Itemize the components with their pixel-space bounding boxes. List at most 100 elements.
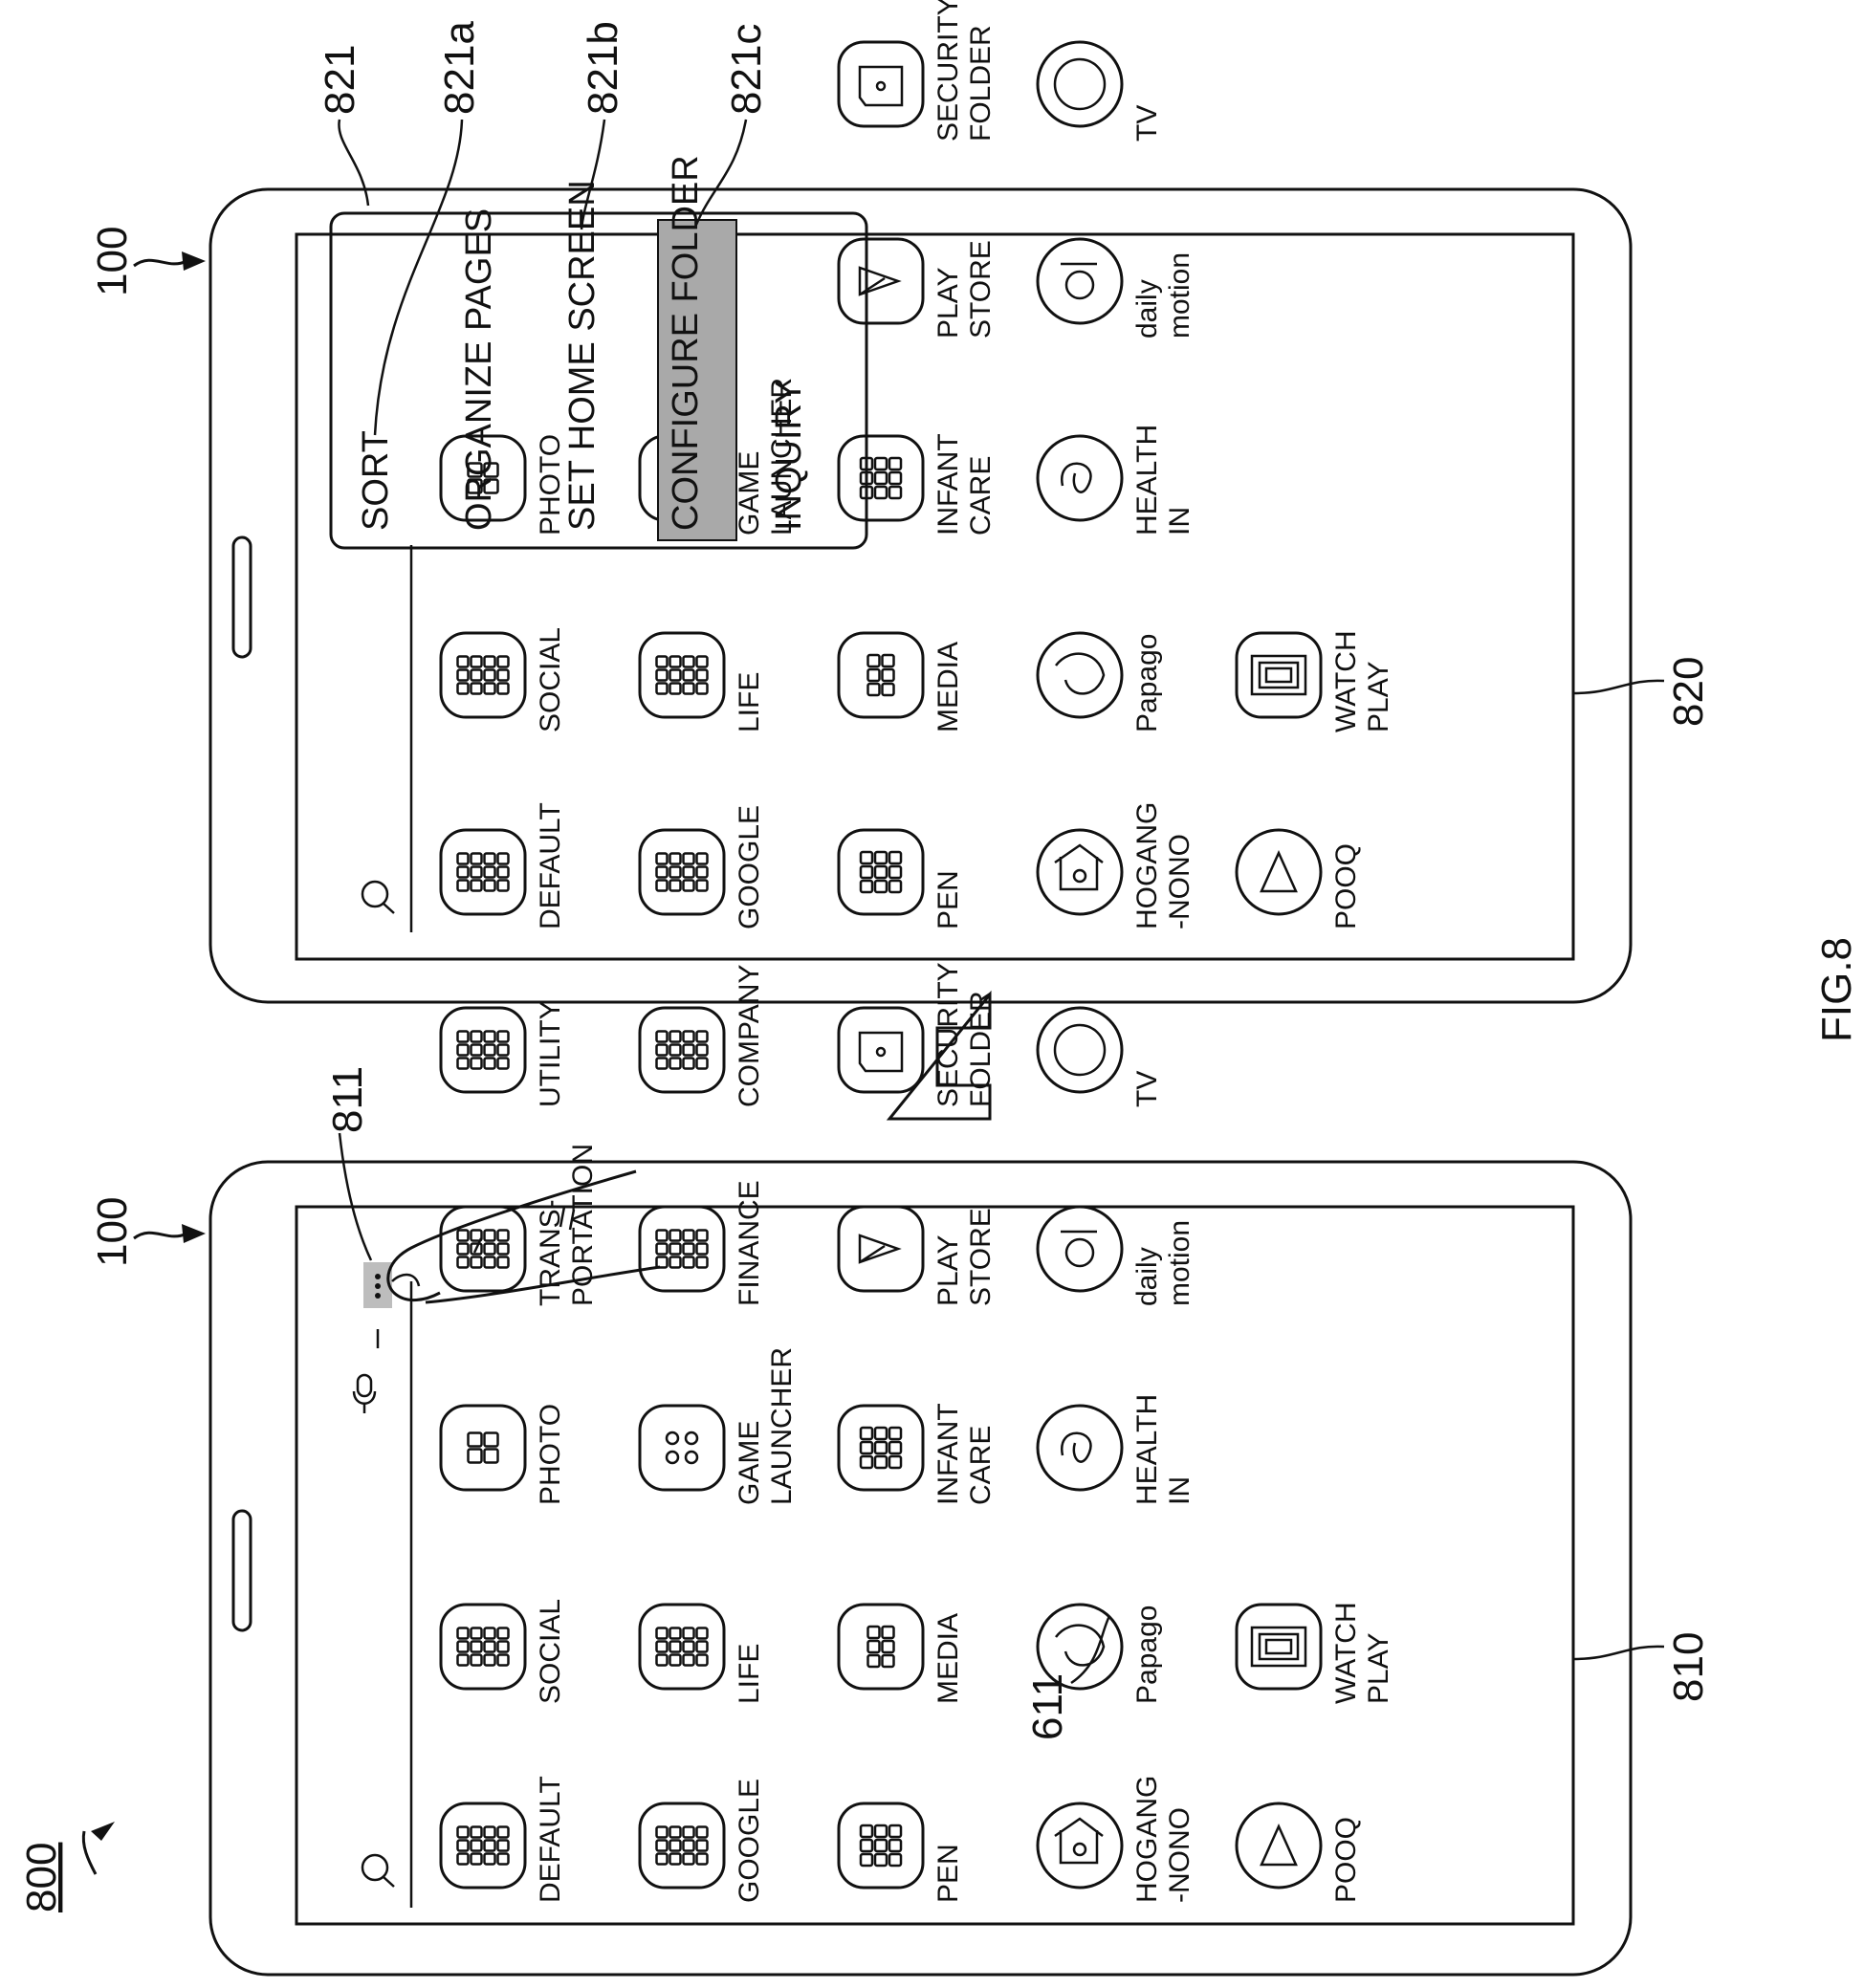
app-hogang-nono-icon[interactable]: HOGANG-NONO xyxy=(1038,802,1195,929)
app-play-store-icon[interactable]: PLAYSTORE xyxy=(839,239,997,339)
app-social-icon[interactable]: SOCIAL xyxy=(441,1599,566,1704)
app-hogang-nono-icon[interactable]: HOGANG-NONO xyxy=(1038,1776,1195,1903)
app-life-icon[interactable]: LIFE xyxy=(640,633,765,732)
app-google-icon[interactable]: GOOGLE xyxy=(640,805,765,929)
app-label: INFANT xyxy=(932,1403,964,1505)
app-finance-icon[interactable]: FINANCE xyxy=(640,1180,765,1306)
app-label: GAME xyxy=(734,451,765,535)
app-label: LIFE xyxy=(734,1644,765,1704)
search-icon[interactable] xyxy=(362,882,394,913)
app-photo-icon[interactable]: PHOTO xyxy=(441,1404,566,1505)
options-menu: SORT ORGANIZE PAGES SET HOME SCREEN CONFIGU… xyxy=(331,155,866,548)
app-label: FOLDER xyxy=(965,991,997,1107)
app-company-icon[interactable]: COMPANY xyxy=(640,965,765,1107)
app-label: -NONO xyxy=(1164,834,1195,929)
app-label: HOGANG xyxy=(1131,1776,1163,1903)
app-pooq-icon[interactable]: POOQ xyxy=(1237,830,1362,929)
device-before: 100 810 811 xyxy=(89,962,1712,1975)
app-label: PLAY xyxy=(932,1235,964,1307)
app-papago-icon[interactable]: Papago xyxy=(1038,633,1163,732)
app-label: PORTATION xyxy=(567,1144,599,1306)
app-label: motion xyxy=(1164,252,1195,339)
figure-800-label: 800 xyxy=(18,1822,115,1912)
menu-item-configure-folder[interactable]: CONFIGURE FOLDER xyxy=(666,155,706,531)
app-label: GOOGLE xyxy=(734,805,765,929)
app-infant-care-icon[interactable]: INFANTCARE xyxy=(839,433,997,535)
app-label: SECURITY xyxy=(932,0,964,142)
app-game-launcher-icon[interactable]: GAMELAUNCHER xyxy=(640,1347,798,1505)
menu-ref-821c: 821c xyxy=(723,24,770,115)
app-label: STORE xyxy=(965,1208,997,1306)
screen-ref-after: 820 xyxy=(1665,657,1712,727)
app-label: TV xyxy=(1131,1071,1163,1107)
menu-item-sort[interactable]: SORT xyxy=(356,430,396,531)
app-label: DEFAULT xyxy=(535,1776,566,1903)
menu-ref-821b: 821b xyxy=(580,21,626,115)
app-grid-before: DEFAULT GOOGLE PEN HOGANG-NONO POOQ SOCIAL LIF… xyxy=(441,962,1394,1903)
search-icon[interactable] xyxy=(362,1855,394,1887)
screen-ref-before: 810 xyxy=(1665,1632,1712,1702)
app-label: LIFE xyxy=(734,672,765,732)
menu-item-set-home-screen[interactable]: SET HOME SCREEN xyxy=(562,180,603,531)
app-label: SOCIAL xyxy=(535,627,566,732)
app-label: daily xyxy=(1131,1247,1163,1306)
app-default-icon[interactable]: DEFAULT xyxy=(441,802,566,929)
app-health-in-icon[interactable]: HEALTHIN xyxy=(1038,1394,1195,1505)
mic-icon[interactable] xyxy=(354,1375,375,1413)
menu-ref-821: 821 xyxy=(317,45,363,115)
device-ref-before: 100 xyxy=(89,1197,136,1267)
menu-item-inquiry[interactable]: INQUIRY xyxy=(769,380,809,531)
app-social-icon[interactable]: SOCIAL xyxy=(441,627,566,732)
more-button-ref: 811 xyxy=(324,1066,371,1133)
app-default-icon[interactable]: DEFAULT xyxy=(441,1776,566,1903)
app-label: -NONO xyxy=(1164,1807,1195,1903)
app-watch-play-icon[interactable]: WATCHPLAY xyxy=(1237,1602,1394,1704)
app-pen-icon[interactable]: PEN xyxy=(839,1803,964,1903)
app-watch-play-icon[interactable]: WATCHPLAY xyxy=(1237,630,1394,732)
menu-ref-821a: 821a xyxy=(436,21,483,115)
app-label: PEN xyxy=(932,1844,964,1903)
app-label: GAME xyxy=(734,1421,765,1505)
app-infant-care-icon[interactable]: INFANTCARE xyxy=(839,1403,997,1505)
app-label: POOQ xyxy=(1330,843,1362,929)
app-daily-motion-icon[interactable]: dailymotion xyxy=(1038,239,1195,339)
app-label: WATCH xyxy=(1330,630,1362,732)
app-label: PLAY xyxy=(1363,662,1394,733)
app-play-store-icon[interactable]: PLAYSTORE xyxy=(839,1207,997,1306)
app-label: MEDIA xyxy=(932,642,964,732)
app-label: HEALTH xyxy=(1131,425,1163,535)
app-label: HOGANG xyxy=(1131,802,1163,929)
app-label: LAUNCHER xyxy=(766,1347,798,1505)
app-security-folder-icon[interactable]: SECURITYFOLDER xyxy=(839,0,997,142)
device-after: 100 820 DEFAULTGOOGLEPENHOGANG-NONOPOOQS… xyxy=(89,0,1712,1002)
app-label: WATCH xyxy=(1330,1602,1362,1704)
app-label: IN xyxy=(1164,507,1195,535)
app-daily-motion-icon[interactable]: dailymotion xyxy=(1038,1207,1195,1306)
app-pooq-icon[interactable]: POOQ xyxy=(1237,1803,1362,1903)
app-life-icon[interactable]: LIFE xyxy=(640,1605,765,1704)
app-label: FINANCE xyxy=(734,1180,765,1306)
app-utility-icon[interactable]: UTILITY xyxy=(441,1000,566,1107)
icon-ref-611: 611 xyxy=(1024,1673,1071,1740)
app-label: COMPANY xyxy=(734,965,765,1107)
app-label: PLAY xyxy=(1363,1633,1394,1705)
app-label: MEDIA xyxy=(932,1613,964,1704)
app-label: DEFAULT xyxy=(535,802,566,929)
app-tv-icon[interactable]: TV xyxy=(1038,1008,1163,1107)
menu-item-organize-pages[interactable]: ORGANIZE PAGES xyxy=(459,208,499,531)
home-button-after[interactable] xyxy=(233,537,251,657)
app-media-icon[interactable]: MEDIA xyxy=(839,1605,964,1704)
app-label: Papago xyxy=(1131,1606,1163,1704)
app-health-in-icon[interactable]: HEALTHIN xyxy=(1038,425,1195,535)
app-google-icon[interactable]: GOOGLE xyxy=(640,1779,765,1903)
app-label: PEN xyxy=(932,870,964,929)
app-label: daily xyxy=(1131,279,1163,339)
app-label: IN xyxy=(1164,1476,1195,1505)
app-pen-icon[interactable]: PEN xyxy=(839,830,964,929)
app-tv-icon[interactable]: TV xyxy=(1038,42,1163,142)
app-media-icon[interactable]: MEDIA xyxy=(839,633,964,732)
app-label: TV xyxy=(1131,105,1163,142)
app-label: STORE xyxy=(965,240,997,339)
home-button-before[interactable] xyxy=(233,1511,251,1630)
